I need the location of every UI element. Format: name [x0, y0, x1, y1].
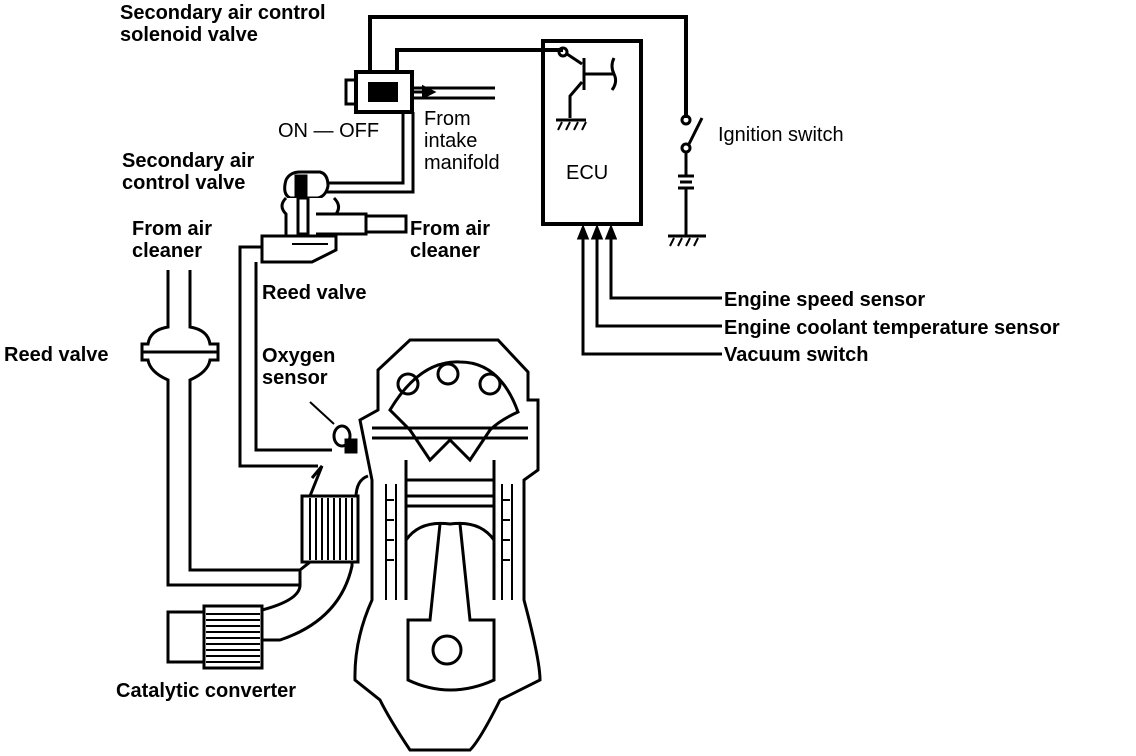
label-engine-speed-sensor: Engine speed sensor	[724, 289, 926, 311]
label-line: sensor	[262, 367, 328, 389]
intake-manifold-pipe	[412, 86, 495, 100]
catalytic-converter-lower	[166, 604, 264, 670]
label-line: manifold	[424, 152, 500, 174]
label-line: From air	[410, 218, 491, 240]
ecu-transistor	[556, 46, 618, 131]
air-pipe-to-exhaust	[238, 245, 332, 468]
left-air-pipe	[140, 270, 302, 587]
engine-shape	[353, 338, 542, 752]
label-line: Secondary air control	[120, 2, 326, 24]
label-engine-coolant-temperature-sensor: Engine coolant temperature sensor	[724, 317, 1060, 339]
label-line: Oxygen	[262, 345, 336, 367]
label-line: intake	[424, 130, 478, 152]
wire-solenoid-ecu	[395, 48, 563, 76]
ecu-box	[541, 39, 643, 226]
label-line: cleaner	[132, 240, 203, 262]
label-ignition-switch: Ignition switch	[718, 124, 844, 146]
label-line: cleaner	[410, 240, 481, 262]
label-oxygen-sensor: Oxygen sensor	[262, 345, 335, 389]
label-on-off: ON — OFF	[278, 120, 380, 142]
label-from-air-cleaner-left: From air cleaner	[132, 218, 212, 262]
label-line: From	[424, 108, 471, 130]
label-line: solenoid valve	[120, 24, 258, 46]
label-reed-valve-left: Reed valve	[4, 344, 109, 366]
label-from-intake-manifold: From intake manifold	[424, 108, 500, 174]
secondary-air-control-valve-shape	[260, 170, 408, 264]
sensor-input-wires	[576, 223, 722, 356]
vacuum-line	[318, 112, 415, 194]
label-line: From air	[132, 218, 213, 240]
solenoid-valve-shape	[344, 70, 437, 114]
label-reed-valve-upper: Reed valve	[262, 282, 367, 304]
label-vacuum-switch: Vacuum switch	[724, 344, 869, 366]
catalytic-converter-upper	[300, 494, 360, 564]
label-line: control valve	[122, 172, 246, 194]
label-from-air-cleaner-right: From air cleaner	[410, 218, 490, 262]
label-catalytic-converter: Catalytic converter	[116, 680, 297, 702]
label-ecu: ECU	[566, 162, 609, 184]
wire-solenoid-ignition	[368, 15, 688, 118]
label-solenoid-valve: Secondary air control solenoid valve	[120, 2, 326, 46]
label-secondary-air-control-valve: Secondary air control valve	[122, 150, 254, 194]
oxygen-sensor-shape	[309, 401, 358, 454]
label-line: Secondary air	[122, 150, 255, 172]
ignition-switch-shape	[668, 114, 706, 247]
